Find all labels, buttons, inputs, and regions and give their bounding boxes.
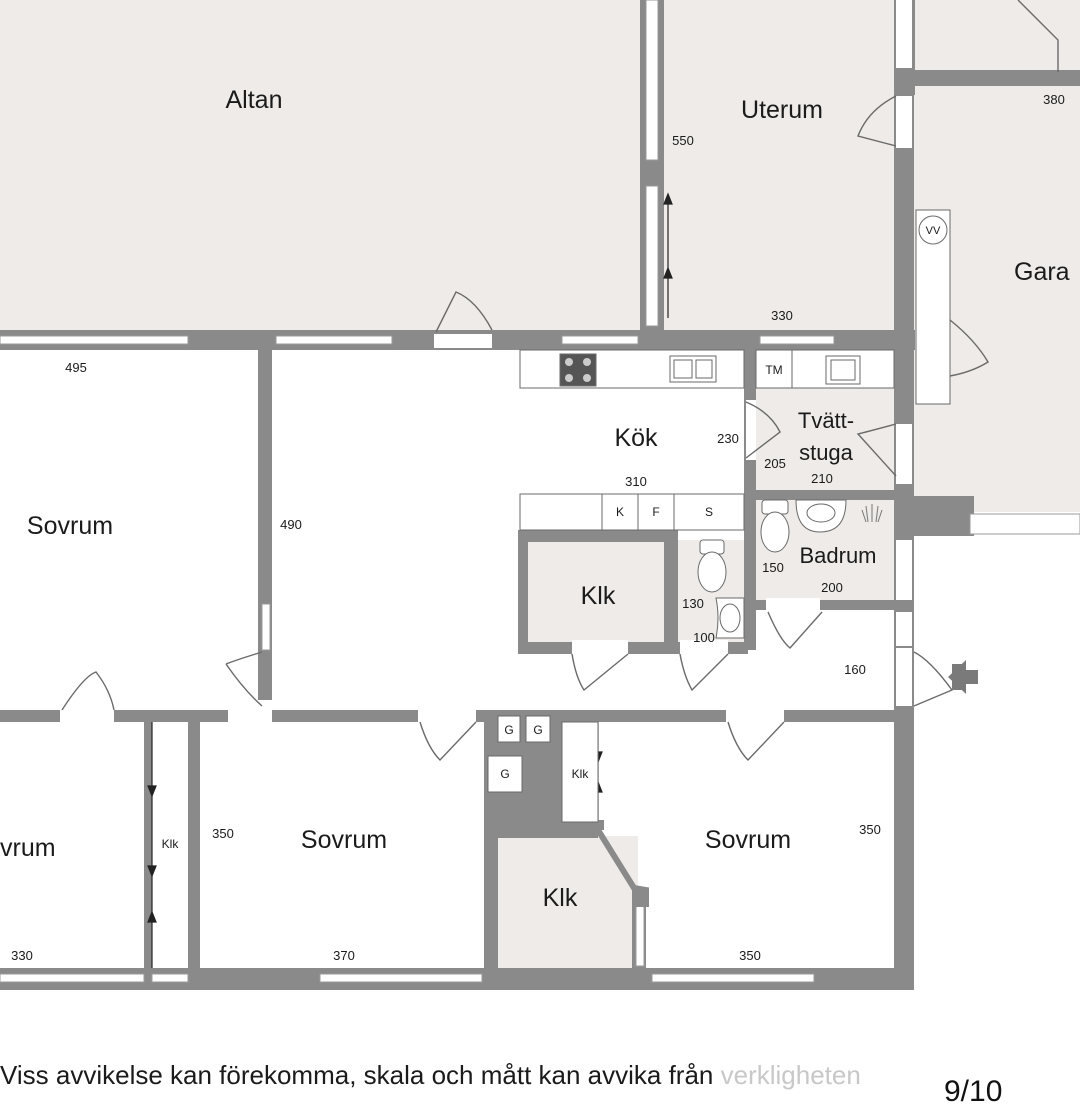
dim-330-top: 330 [771,308,793,323]
room-garage: Gara [1014,258,1070,286]
dim-310: 310 [625,474,647,489]
fixtures [487,209,951,907]
room-altan: Altan [226,86,283,114]
dimension-labels: 380 550 330 495 490 230 205 310 210 150 … [11,92,1065,963]
dim-350-left: 350 [212,826,234,841]
room-sovrum-right: Sovrum [705,826,791,854]
garderob-g2 [525,715,551,743]
floor-plan: Altan Uterum Gara Kök Tvätt- stuga Sovru… [0,0,1080,990]
disclaimer-text: Viss avvikelse kan förekomma, skala och … [0,1060,721,1090]
fixture-g1: G [504,723,513,737]
door-swings [61,0,1059,762]
garderob-g3 [487,755,523,793]
image-pager-counter: 9/10 [940,1072,1007,1112]
dim-200: 200 [821,580,843,595]
kitchen-counter-bottom [519,493,745,531]
fixture-f: F [652,505,659,519]
room-sovrum-mid: Sovrum [301,826,387,854]
fixture-klk-small-mid: Klk [572,767,590,781]
uterum-floor [664,0,896,332]
room-sovrum-left: vrum [0,834,56,862]
room-labels: Altan Uterum Gara Kök Tvätt- stuga Sovru… [0,86,1070,912]
fixture-tm: TM [765,363,782,377]
altan-floor [0,0,642,332]
fixture-vv: VV [926,225,941,237]
dim-130: 130 [682,596,704,611]
dim-330-bottom: 330 [11,948,33,963]
room-badrum: Badrum [799,543,876,568]
room-tvatt-2: stuga [799,440,854,465]
fixture-s: S [705,505,713,519]
laundry-counter [755,349,895,389]
room-kok: Kök [614,424,658,452]
dim-160: 160 [844,662,866,677]
room-uterum: Uterum [741,96,823,124]
vv-icon [918,215,948,245]
dim-495: 495 [65,360,87,375]
dim-380: 380 [1043,92,1065,107]
dim-150: 150 [762,560,784,575]
floor-fills [0,0,1080,970]
room-sovrum-main: Sovrum [27,512,113,540]
garderob-g1 [497,715,521,743]
fixture-k: K [616,505,624,519]
disclaimer-caption: Viss avvikelse kan förekomma, skala och … [0,1060,1080,1110]
dim-230: 230 [717,431,739,446]
fixture-g2: G [533,723,542,737]
dim-210: 210 [811,471,833,486]
dim-100: 100 [693,630,715,645]
dim-550: 550 [672,133,694,148]
room-klk-lower: Klk [543,884,578,912]
fixture-g3: G [500,767,509,781]
room-klk-mid: Klk [581,582,616,610]
fixture-labels: VV TM K F S G G G Klk Klk [162,225,941,851]
fixture-klk-small-left: Klk [162,837,180,851]
stove-icon [559,353,597,387]
klk-mid-floor [528,540,666,644]
klk-lower-wall [595,828,649,907]
openings [0,0,1080,983]
shower-icon [861,504,883,523]
dim-490: 490 [280,517,302,532]
tvatt-floor [754,388,894,490]
dim-350-right: 350 [859,822,881,837]
dim-350-bottom: 350 [739,948,761,963]
disclaimer-faded-text: verkligheten [720,1060,861,1090]
room-tvatt-1: Tvätt- [798,408,854,433]
dim-205: 205 [764,456,786,471]
dim-370: 370 [333,948,355,963]
